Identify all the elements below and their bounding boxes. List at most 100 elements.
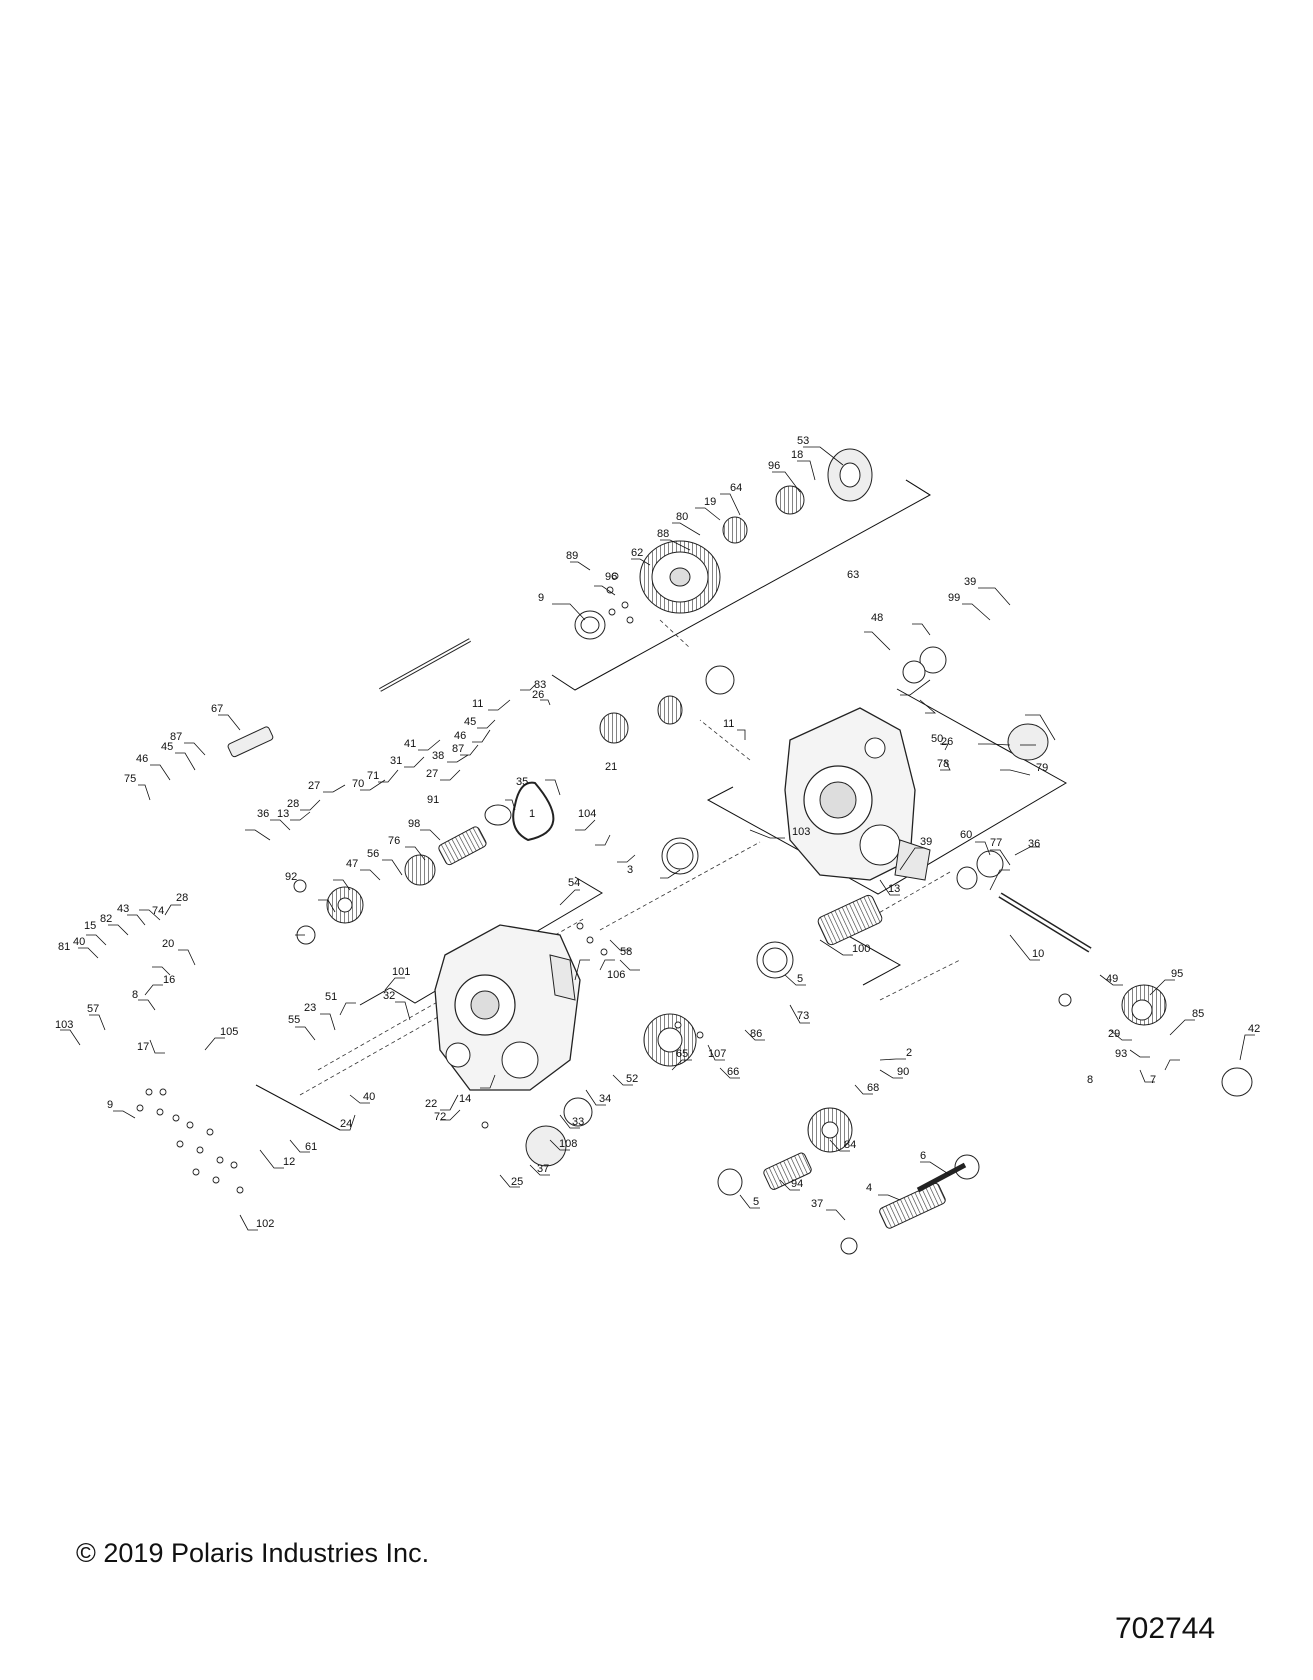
callout-63: 63 <box>847 569 859 581</box>
callout-43: 43 <box>117 903 129 915</box>
callout-10: 10 <box>1032 948 1044 960</box>
callout-13: 13 <box>277 808 289 820</box>
callout-35: 35 <box>516 776 528 788</box>
callout-46: 46 <box>454 730 466 742</box>
callout-104: 104 <box>578 808 596 820</box>
callout-18: 18 <box>791 449 803 461</box>
callout-28: 28 <box>176 892 188 904</box>
callout-72: 72 <box>434 1111 446 1123</box>
callout-38: 38 <box>432 750 444 762</box>
callout-9: 9 <box>538 592 544 604</box>
callout-90: 90 <box>897 1066 909 1078</box>
callout-65: 65 <box>676 1048 688 1060</box>
callout-87: 87 <box>452 743 464 755</box>
callout-89: 89 <box>566 550 578 562</box>
leader-lines <box>60 446 1255 1231</box>
callout-74: 74 <box>152 905 164 917</box>
callout-25: 25 <box>511 1176 523 1188</box>
callout-20: 20 <box>162 938 174 950</box>
callout-34: 34 <box>599 1093 611 1105</box>
group-brackets <box>255 479 1068 1131</box>
callout-88: 88 <box>657 528 669 540</box>
callout-76: 76 <box>388 835 400 847</box>
callout-28: 28 <box>287 798 299 810</box>
callout-52: 52 <box>626 1073 638 1085</box>
callout-57: 57 <box>87 1003 99 1015</box>
callout-103: 103 <box>792 826 810 838</box>
callout-91: 91 <box>427 794 439 806</box>
callout-102: 102 <box>256 1218 274 1230</box>
callout-19: 19 <box>704 496 716 508</box>
callout-73: 73 <box>797 1010 809 1022</box>
callout-50: 50 <box>931 733 943 745</box>
callout-84: 84 <box>844 1139 856 1151</box>
callout-5: 5 <box>797 973 803 985</box>
callout-68: 68 <box>867 1082 879 1094</box>
callout-103: 103 <box>55 1019 73 1031</box>
callout-12: 12 <box>283 1156 295 1168</box>
callout-39: 39 <box>964 576 976 588</box>
callout-94: 94 <box>791 1178 803 1190</box>
gears <box>293 448 1253 1255</box>
callout-49: 49 <box>1106 973 1118 985</box>
housing-left <box>434 924 581 1091</box>
callout-33: 33 <box>572 1116 584 1128</box>
callout-98: 98 <box>408 818 420 830</box>
callout-54: 54 <box>568 877 580 889</box>
callout-105: 105 <box>220 1026 238 1038</box>
callout-39: 39 <box>920 836 932 848</box>
callout-55: 55 <box>288 1014 300 1026</box>
callout-93: 93 <box>1115 1048 1127 1060</box>
callout-40: 40 <box>363 1091 375 1103</box>
callout-27: 27 <box>308 780 320 792</box>
callout-4: 4 <box>866 1182 872 1194</box>
callout-42: 42 <box>1248 1023 1260 1035</box>
callout-7: 7 <box>1150 1074 1156 1086</box>
callout-79: 79 <box>1036 762 1048 774</box>
callout-40: 40 <box>73 936 85 948</box>
callout-13: 13 <box>888 883 900 895</box>
callout-83: 83 <box>534 679 546 691</box>
callout-36: 36 <box>1028 838 1040 850</box>
callout-3: 3 <box>627 864 633 876</box>
callout-70: 70 <box>352 778 364 790</box>
callout-46: 46 <box>136 753 148 765</box>
callout-107: 107 <box>708 1048 726 1060</box>
callout-8: 8 <box>1087 1074 1093 1086</box>
callout-48: 48 <box>871 612 883 624</box>
callout-78: 78 <box>937 758 949 770</box>
housing-right <box>784 707 931 881</box>
callout-5: 5 <box>753 1196 759 1208</box>
callout-64: 64 <box>730 482 742 494</box>
callout-87: 87 <box>170 731 182 743</box>
callout-85: 85 <box>1192 1008 1204 1020</box>
callout-16: 16 <box>163 974 175 986</box>
callout-23: 23 <box>304 1002 316 1014</box>
callout-75: 75 <box>124 773 136 785</box>
callout-37: 37 <box>811 1198 823 1210</box>
callout-82: 82 <box>100 913 112 925</box>
callout-56: 56 <box>367 848 379 860</box>
callout-106: 106 <box>607 969 625 981</box>
callout-29: 29 <box>1108 1028 1120 1040</box>
callout-21: 21 <box>605 761 617 773</box>
callout-45: 45 <box>464 716 476 728</box>
callout-53: 53 <box>797 435 809 447</box>
callout-9: 9 <box>107 1099 113 1111</box>
copyright-text: © 2019 Polaris Industries Inc. <box>76 1538 430 1568</box>
callout-6: 6 <box>920 1150 926 1162</box>
callout-26: 26 <box>941 736 953 748</box>
callout-96: 96 <box>605 571 617 583</box>
callout-47: 47 <box>346 858 358 870</box>
callout-11: 11 <box>723 718 734 730</box>
shafts <box>227 638 1092 1193</box>
callout-95: 95 <box>1171 968 1183 980</box>
callout-96: 96 <box>768 460 780 472</box>
callout-36: 36 <box>257 808 269 820</box>
callout-92: 92 <box>285 871 297 883</box>
callout-58: 58 <box>620 946 632 958</box>
callout-22: 22 <box>425 1098 437 1110</box>
callout-14: 14 <box>459 1093 471 1105</box>
callout-32: 32 <box>383 990 395 1002</box>
